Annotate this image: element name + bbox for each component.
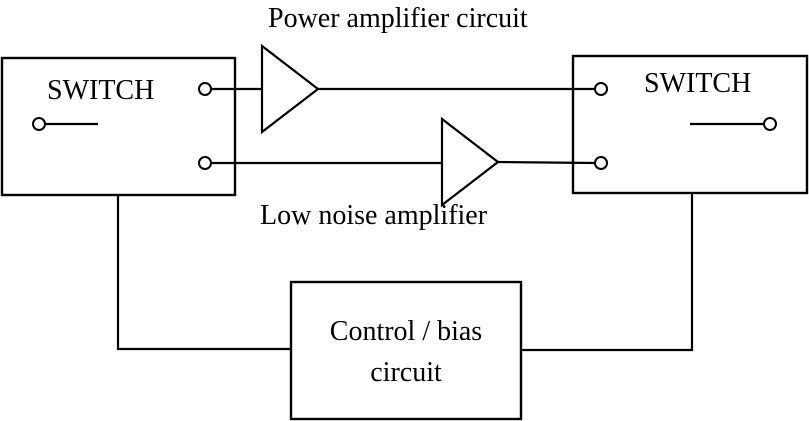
wire-lna-to-right xyxy=(497,160,596,165)
left-switch-label: SWITCH xyxy=(47,75,154,106)
control-bias-block: Control / bias circuit xyxy=(289,280,523,421)
wire-left-switch-to-control xyxy=(116,195,291,351)
control-bias-label-line1: Control / bias xyxy=(330,316,482,347)
control-bias-label-line2: circuit xyxy=(370,357,442,388)
right-switch-block: SWITCH xyxy=(571,54,809,195)
power-amplifier-symbol xyxy=(260,43,320,135)
right-switch-port-top xyxy=(594,82,608,96)
low-noise-amplifier-symbol xyxy=(440,116,500,208)
right-switch-common-port xyxy=(763,117,777,131)
right-switch-port-bottom xyxy=(594,156,608,170)
wire-right-switch-to-control xyxy=(521,193,694,352)
power-amplifier-label: Power amplifier circuit xyxy=(268,3,528,34)
left-switch-block: SWITCH xyxy=(0,56,237,197)
right-switch-label: SWITCH xyxy=(644,68,751,99)
left-switch-common-port xyxy=(32,117,46,131)
control-bias-box xyxy=(289,280,523,421)
left-switch-port-top xyxy=(198,82,212,96)
left-switch-port-bottom xyxy=(198,156,212,170)
low-noise-amplifier-label: Low noise amplifier xyxy=(260,200,488,231)
